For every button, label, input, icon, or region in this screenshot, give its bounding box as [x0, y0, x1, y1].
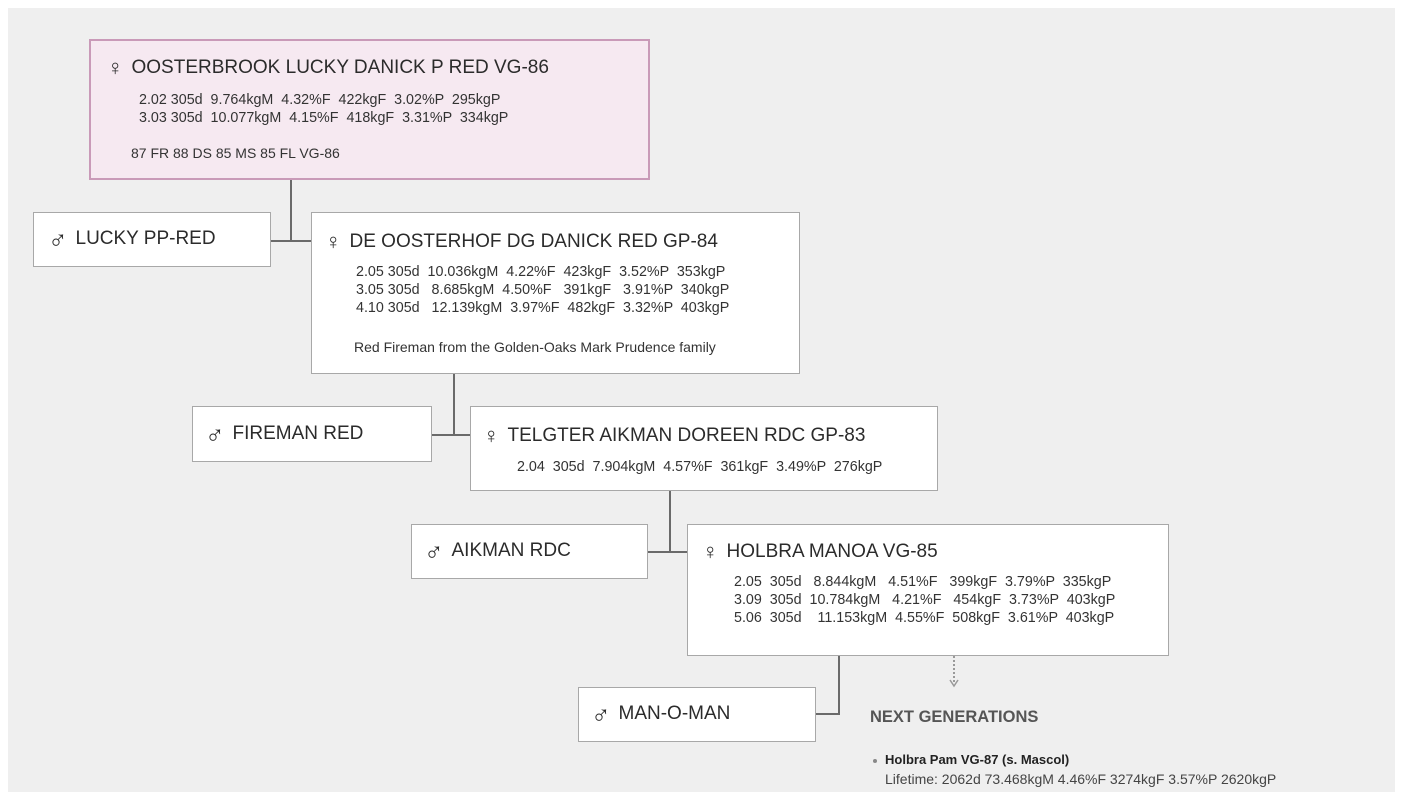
female-icon: ♀: [107, 55, 124, 80]
lactation-row: 2.05 305d 10.036kgM 4.22%F 423kgF 3.52%P…: [356, 264, 726, 280]
lactation-records: 2.04 305d 7.904kgM 4.57%F 361kgF 3.49%P …: [517, 458, 882, 476]
dam-name: DE OOSTERHOF DG DANICK RED GP-84: [349, 231, 718, 252]
female-icon: ♀: [483, 423, 500, 448]
lactation-records: 2.05 305d 8.844kgM 4.51%F 399kgF 3.79%P …: [734, 573, 1115, 627]
sire-name: MAN-O-MAN: [618, 703, 731, 724]
lactation-row: 2.04 305d 7.904kgM 4.57%F 361kgF 3.49%P …: [517, 459, 883, 475]
male-icon: ♂: [205, 419, 225, 449]
lactation-row: 3.09 305d 10.784kgM 4.21%F 454kgF 3.73%P…: [734, 592, 1116, 608]
connector: [815, 713, 840, 715]
dam-name: TELGTER AIKMAN DOREEN RDC GP-83: [507, 425, 866, 446]
offspring-lifetime: Lifetime: 2062d 73.468kgM 4.46%F 3274kgF…: [885, 771, 1277, 787]
connector: [270, 240, 312, 242]
connector: [290, 179, 292, 242]
sire-card[interactable]: ♂ MAN-O-MAN: [578, 687, 816, 742]
lactation-records: 2.02 305d 9.764kgM 4.32%F 422kgF 3.02%P …: [139, 91, 508, 127]
bullet-icon: [873, 758, 877, 763]
lactation-row: 5.06 305d 11.153kgM 4.55%F 508kgF 3.61%P…: [734, 610, 1115, 626]
dam-card[interactable]: ♀ TELGTER AIKMAN DOREEN RDC GP-83 2.04 3…: [470, 406, 938, 491]
animal-card[interactable]: ♀ OOSTERBROOK LUCKY DANICK P RED VG-86 2…: [89, 39, 650, 180]
animal-name: OOSTERBROOK LUCKY DANICK P RED VG-86: [131, 57, 549, 78]
sire-card[interactable]: ♂ AIKMAN RDC: [411, 524, 648, 579]
sire-name: FIREMAN RED: [232, 423, 364, 444]
lactation-row: 2.05 305d 8.844kgM 4.51%F 399kgF 3.79%P …: [734, 574, 1112, 590]
connector: [838, 655, 840, 715]
classification-scores: 87 FR 88 DS 85 MS 85 FL VG-86: [131, 145, 340, 161]
male-icon: ♂: [424, 536, 444, 566]
dam-card[interactable]: ♀ DE OOSTERHOF DG DANICK RED GP-84 2.05 …: [311, 212, 800, 374]
offspring-name: Holbra Pam VG-87 (s. Mascol): [885, 752, 1070, 767]
arrow-down-icon[interactable]: [949, 655, 959, 690]
dam-card[interactable]: ♀ HOLBRA MANOA VG-85 2.05 305d 8.844kgM …: [687, 524, 1169, 656]
male-icon: ♂: [591, 699, 611, 729]
family-note: Red Fireman from the Golden-Oaks Mark Pr…: [354, 339, 716, 355]
next-generation-item[interactable]: Holbra Pam VG-87 (s. Mascol): [873, 752, 1069, 767]
lactation-records: 2.05 305d 10.036kgM 4.22%F 423kgF 3.52%P…: [356, 263, 729, 317]
lactation-row: 3.03 305d 10.077kgM 4.15%F 418kgF 3.31%P…: [139, 110, 509, 126]
lactation-row: 4.10 305d 12.139kgM 3.97%F 482kgF 3.32%P…: [356, 300, 730, 316]
sire-card[interactable]: ♂ FIREMAN RED: [192, 406, 432, 462]
dam-name: HOLBRA MANOA VG-85: [726, 541, 938, 562]
female-icon: ♀: [325, 229, 342, 254]
connector: [647, 551, 688, 553]
female-icon: ♀: [702, 539, 719, 564]
connector: [453, 373, 455, 436]
sire-card[interactable]: ♂ LUCKY PP-RED: [33, 212, 271, 267]
lactation-row: 3.05 305d 8.685kgM 4.50%F 391kgF 3.91%P …: [356, 282, 730, 298]
male-icon: ♂: [48, 224, 68, 254]
sire-name: LUCKY PP-RED: [75, 228, 216, 249]
next-generations-title: NEXT GENERATIONS: [870, 708, 1039, 726]
sire-name: AIKMAN RDC: [451, 540, 571, 561]
connector: [431, 434, 471, 436]
connector: [669, 490, 671, 553]
lactation-row: 2.02 305d 9.764kgM 4.32%F 422kgF 3.02%P …: [139, 92, 501, 108]
